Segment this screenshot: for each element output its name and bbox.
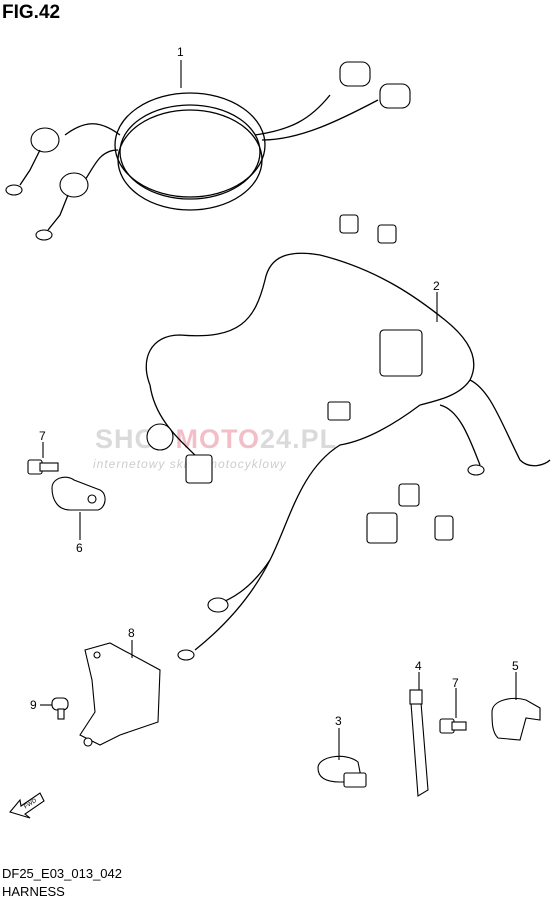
part-2-main-harness xyxy=(145,214,551,661)
part-4-cable-tie xyxy=(409,689,429,797)
watermark-brand-end: 24.PL xyxy=(260,424,338,454)
part-1-battery-cable xyxy=(5,61,411,241)
part-3-cable-clamp xyxy=(317,755,367,788)
callout-2: 2 xyxy=(433,279,440,293)
figure-code: DF25_E03_013_042 xyxy=(2,866,122,881)
callout-9: 9 xyxy=(30,698,37,712)
part-5-clip xyxy=(491,697,541,741)
part-8-bracket xyxy=(79,642,161,747)
callout-7b: 7 xyxy=(452,676,459,690)
callout-6: 6 xyxy=(76,541,83,555)
callout-8: 8 xyxy=(128,626,135,640)
figure-caption: HARNESS xyxy=(2,884,65,899)
part-7-bolt-right xyxy=(439,718,467,734)
figure-title: FIG.42 xyxy=(2,2,61,23)
fwd-arrow-icon: FWD xyxy=(9,792,45,819)
callout-4: 4 xyxy=(415,659,422,673)
part-6-clamp xyxy=(51,476,106,511)
callout-3: 3 xyxy=(335,714,342,728)
part-9-screw xyxy=(51,697,69,720)
callout-1: 1 xyxy=(177,45,184,59)
callout-7a: 7 xyxy=(39,429,46,443)
callout-5: 5 xyxy=(512,659,519,673)
part-7-bolt-left xyxy=(27,459,59,475)
